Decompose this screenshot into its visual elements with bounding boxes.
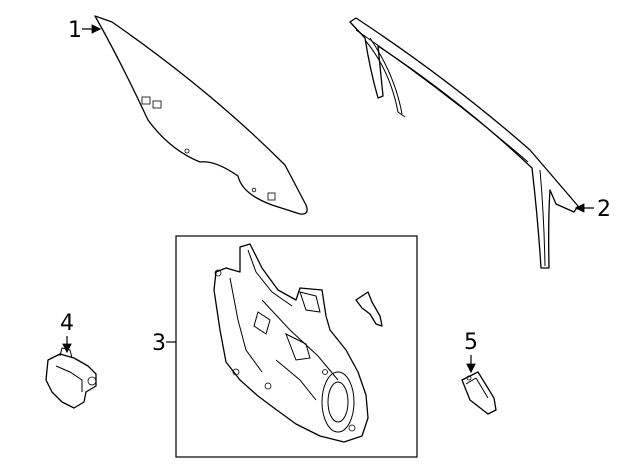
glass-run-channel-part bbox=[349, 17, 579, 269]
window-regulator-assembly-part bbox=[175, 235, 418, 458]
control-module-part bbox=[461, 371, 497, 415]
callout-5: 5 bbox=[464, 330, 478, 374]
window-motor-part bbox=[45, 347, 97, 409]
door-glass-part bbox=[94, 15, 308, 215]
callout-5-label: 5 bbox=[464, 330, 478, 355]
callout-3-label: 3 bbox=[152, 331, 166, 356]
callout-2: 2 bbox=[574, 197, 611, 222]
callout-4-label: 4 bbox=[60, 311, 74, 336]
regulator-box bbox=[175, 235, 418, 458]
callout-3: 3 bbox=[152, 331, 176, 356]
callout-4: 4 bbox=[60, 311, 74, 354]
callout-1-label: 1 bbox=[68, 18, 82, 43]
callout-1: 1 bbox=[68, 18, 102, 43]
callout-2-label: 2 bbox=[597, 197, 611, 222]
